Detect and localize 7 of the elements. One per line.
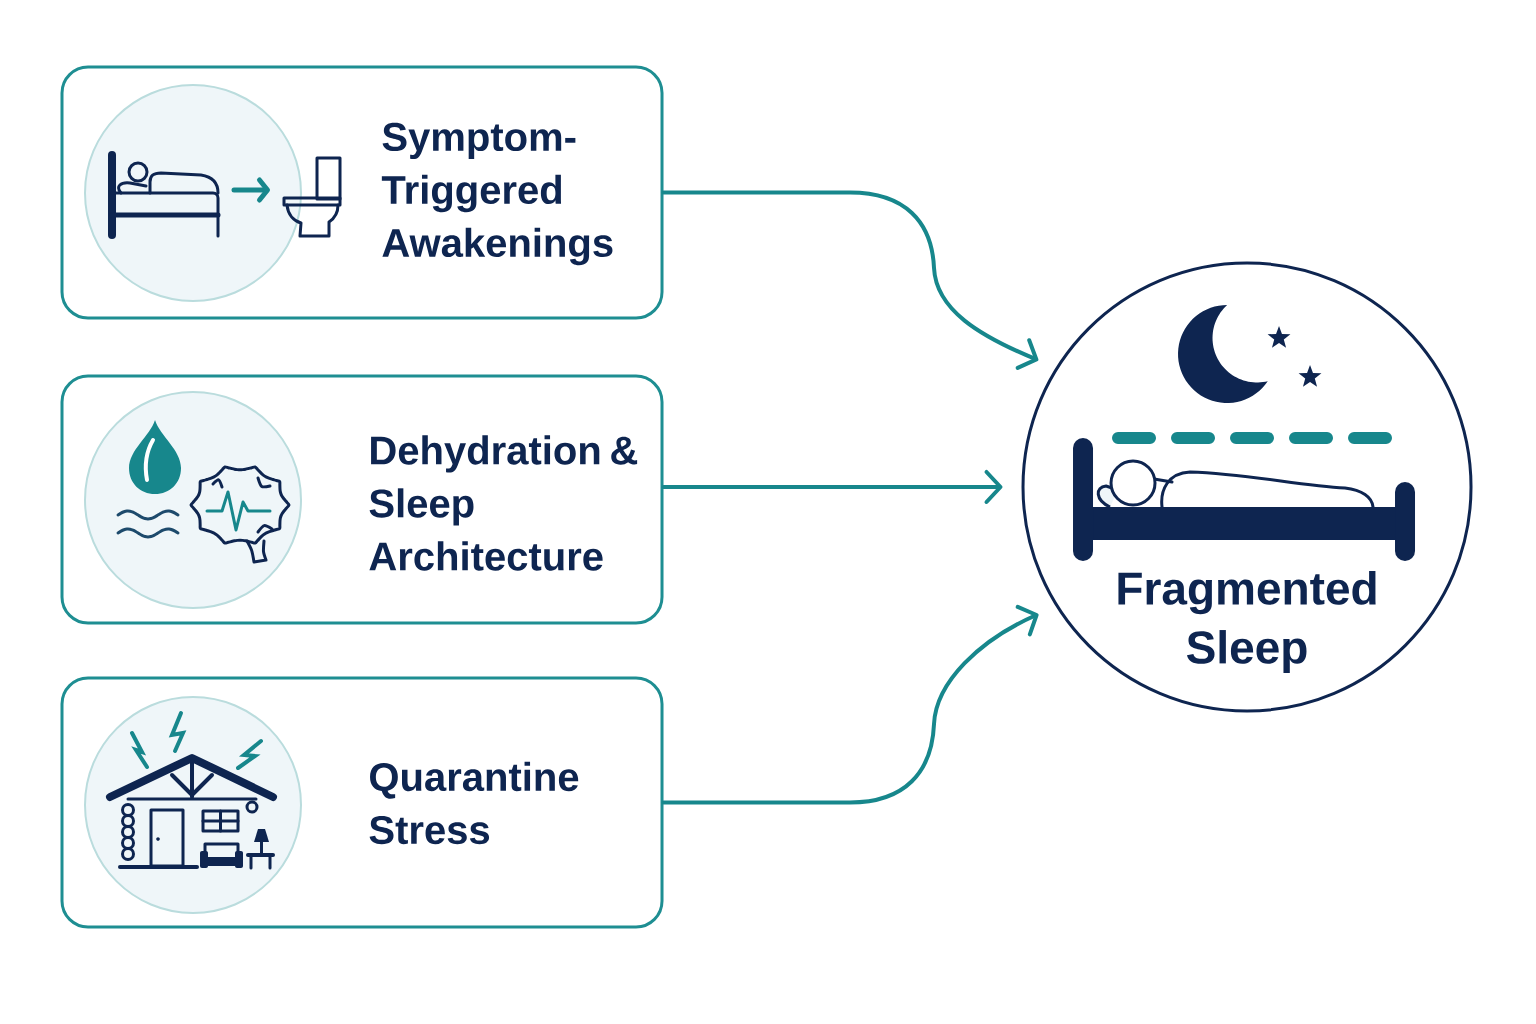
curved-arrow: [661, 604, 1039, 805]
rounded-box: Symptom-Triggered Awakenings: [60, 65, 664, 320]
rounded-box: Quarantine Stress: [60, 676, 664, 929]
curved-arrow: [661, 190, 1039, 370]
rounded-box: Dehydration & Sleep Architecture: [60, 374, 664, 625]
circle-node: Fragmented Sleep: [1021, 261, 1473, 713]
arrow: [661, 470, 1003, 504]
